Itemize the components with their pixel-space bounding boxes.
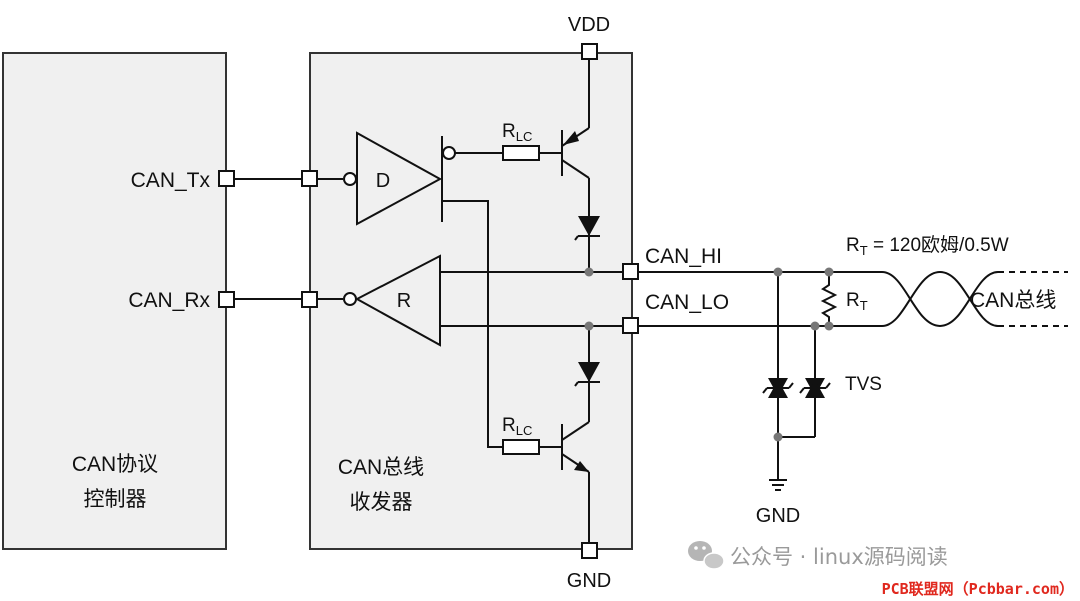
can-lo-label: CAN_LO (645, 291, 729, 314)
can-tx-pin-transceiver (301, 170, 318, 187)
can-rx-pin-transceiver (301, 291, 318, 308)
vdd-pin (581, 43, 598, 60)
gnd-label-bottom: GND (567, 570, 611, 592)
top-diode (578, 216, 600, 236)
twisted-pair (881, 271, 999, 328)
can-bus-label: CAN总线 (970, 289, 1056, 312)
rt-resistor (820, 272, 838, 326)
can-rx-label: CAN_Rx (128, 289, 210, 312)
receiver-triangle (354, 254, 441, 347)
driver-label: D (376, 170, 390, 192)
watermark-account: 公众号 · linux源码阅读 (730, 545, 948, 569)
controller-label-2: 控制器 (84, 488, 147, 511)
ground-symbol (769, 479, 787, 491)
rlc-top-resistor (502, 145, 540, 161)
can-tx-label: CAN_Tx (131, 169, 211, 192)
can-tx-pin-controller (218, 170, 235, 187)
bottom-transistor-arrow (574, 461, 589, 472)
can-hi-pin (622, 263, 639, 280)
receiver-label: R (397, 290, 411, 312)
transceiver-label-2: 收发器 (350, 491, 413, 514)
tvs-diode-2 (799, 377, 831, 399)
driver-output-bubble (442, 146, 456, 160)
receiver-inverting-bubble (343, 292, 357, 306)
tvs-diode-1 (762, 377, 794, 399)
gnd-label-tvs: GND (756, 505, 800, 527)
watermark-source: PCB联盟网（Pcbbar.com） (882, 580, 1074, 598)
rlc-bottom-label: RLC (502, 415, 532, 438)
tvs-label: TVS (845, 374, 882, 395)
controller-label-1: CAN协议 (72, 453, 158, 476)
top-transistor-arrow (563, 131, 579, 145)
rlc-bottom-resistor (502, 439, 540, 455)
rt-label: RT (846, 290, 868, 313)
can-controller-block (2, 52, 227, 550)
vdd-label: VDD (568, 14, 610, 36)
rlc-top-label: RLC (502, 121, 532, 144)
can-hi-label: CAN_HI (645, 245, 722, 268)
can-rx-pin-controller (218, 291, 235, 308)
rt-note: RT = 120欧姆/0.5W (846, 234, 1009, 258)
gnd-pin (581, 542, 598, 559)
wechat-icon (688, 541, 725, 570)
transceiver-label-1: CAN总线 (338, 456, 424, 479)
driver-triangle (356, 131, 443, 226)
can-lo-pin (622, 317, 639, 334)
driver-inverting-bubble (343, 172, 357, 186)
